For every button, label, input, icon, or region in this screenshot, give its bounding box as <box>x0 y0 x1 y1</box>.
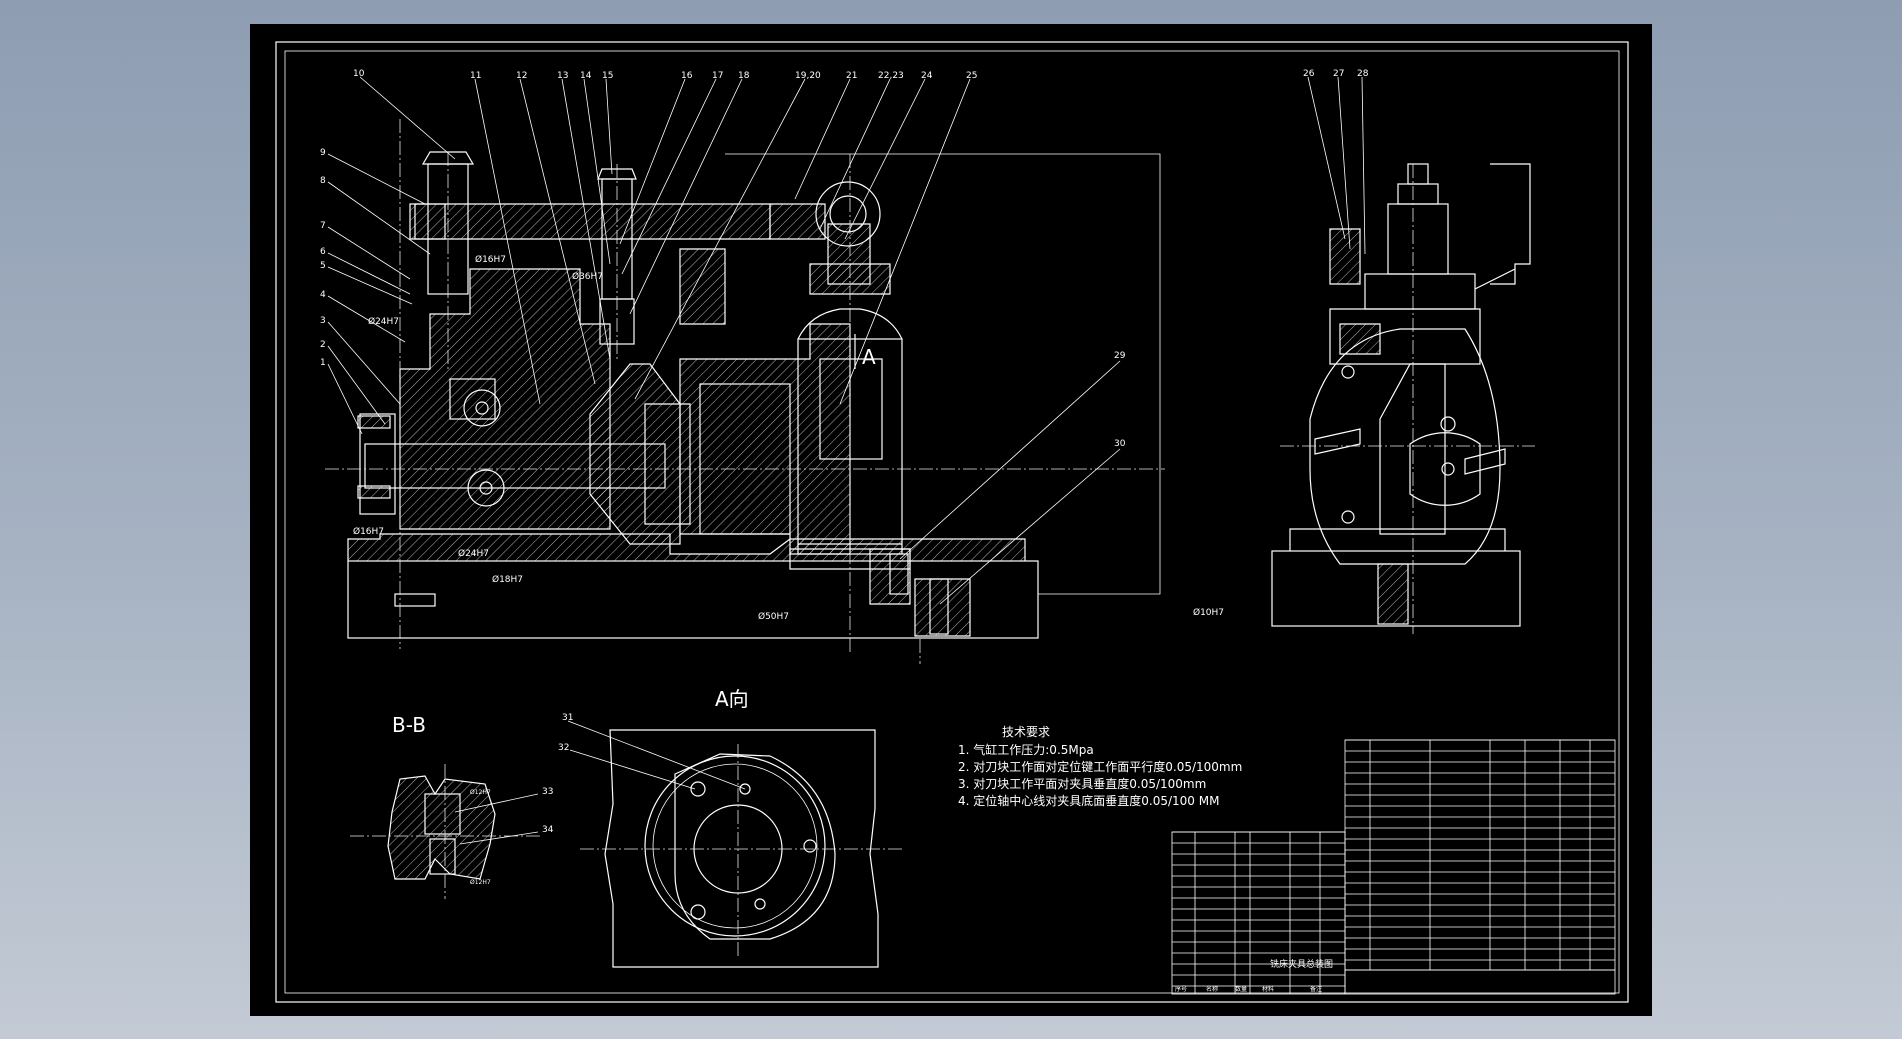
svg-text:12: 12 <box>516 71 527 81</box>
svg-text:18: 18 <box>738 71 750 81</box>
drawing-sheet: A Ø16H7 Ø36H7 Ø24H7 Ø16H7 Ø24H7 Ø18H7 Ø5… <box>250 24 1652 1016</box>
dim-d24h7: Ø24H7 <box>368 316 399 327</box>
svg-text:备注: 备注 <box>1310 985 1322 993</box>
tech-req-3: 3. 对刀块工作平面对夹具垂直度0.05/100mm <box>958 776 1206 791</box>
svg-text:16: 16 <box>681 71 693 81</box>
tech-requirements: 技术要求 1. 气缸工作压力:0.5Mpa 2. 对刀块工作面对定位键工作面平行… <box>958 725 1242 808</box>
svg-text:数量: 数量 <box>1235 985 1247 993</box>
balloon-28: 28 <box>1357 69 1369 79</box>
dim-d16h7-low: Ø16H7 <box>353 526 384 537</box>
tech-req-2: 2. 对刀块工作面对定位键工作面平行度0.05/100mm <box>958 759 1242 774</box>
dim-d12h7-b: Ø12H7 <box>470 879 491 886</box>
dim-d16h7: Ø16H7 <box>475 254 506 265</box>
inner-border <box>284 50 1620 994</box>
side-clamp-block <box>1329 228 1361 285</box>
pressing-lever <box>409 203 771 240</box>
svg-text:2: 2 <box>320 340 326 350</box>
svg-text:19,20: 19,20 <box>795 71 821 81</box>
parts-list <box>1171 739 1616 995</box>
svg-text:14: 14 <box>580 71 592 81</box>
side-cylinder <box>1387 203 1449 275</box>
svg-text:9: 9 <box>320 148 326 158</box>
balloon-26: 26 <box>1303 69 1315 79</box>
dim-d24h7-low: Ø24H7 <box>458 548 489 559</box>
bb-section-title: B-B <box>392 713 426 737</box>
svg-text:11: 11 <box>470 71 481 81</box>
side-view: 26 27 28 <box>1271 69 1535 634</box>
svg-text:1: 1 <box>320 358 326 368</box>
outer-border <box>275 41 1629 1003</box>
cad-drawing: A Ø16H7 Ø36H7 Ø24H7 Ø16H7 Ø24H7 Ø18H7 Ø5… <box>275 41 1629 1003</box>
balloon-30: 30 <box>1114 439 1126 449</box>
title-block-drawing-title: 铣床夹具总装图 <box>1270 958 1333 970</box>
main-section-view: A <box>325 119 1165 664</box>
tech-req-title: 技术要求 <box>1002 725 1050 739</box>
a-view-plate <box>674 753 836 940</box>
left-bore <box>449 378 496 420</box>
svg-text:名称: 名称 <box>1206 985 1218 993</box>
svg-text:10: 10 <box>353 69 365 79</box>
svg-text:7: 7 <box>320 221 326 231</box>
support-cavity <box>699 383 791 535</box>
balloon-27: 27 <box>1333 69 1344 79</box>
bolt-29 <box>889 553 909 595</box>
dim-d12h7: Ø12H7 <box>470 789 491 796</box>
dim-d36h7: Ø36H7 <box>572 271 603 282</box>
left-housing <box>399 268 611 530</box>
leader-lines-left <box>327 153 431 435</box>
base-slot <box>394 593 436 607</box>
svg-text:17: 17 <box>712 71 723 81</box>
bracket-post <box>679 248 726 325</box>
svg-text:5: 5 <box>320 261 326 271</box>
a-view: 31 32 <box>558 713 905 968</box>
svg-text:22,23: 22,23 <box>878 71 904 81</box>
a-view-title: A向 <box>715 687 749 711</box>
tech-req-4: 4. 定位轴中心线对夹具底面垂直度0.05/100 MM <box>958 793 1219 808</box>
title-block-row-labels: 序号 名称 数量 材料 备注 <box>1175 985 1322 993</box>
a-view-arrow-label: A <box>862 345 876 369</box>
dim-d50h7: Ø50H7 <box>758 611 789 622</box>
svg-text:4: 4 <box>320 290 326 300</box>
tech-req-1: 1. 气缸工作压力:0.5Mpa <box>958 742 1094 757</box>
balloon-29: 29 <box>1114 351 1126 361</box>
dim-d18h7: Ø18H7 <box>492 574 523 585</box>
svg-text:6: 6 <box>320 247 326 257</box>
leader-lines-top <box>359 76 971 405</box>
svg-text:3: 3 <box>320 316 326 326</box>
upper-bushing <box>463 389 501 427</box>
balloon-31: 31 <box>562 713 573 723</box>
svg-text:24: 24 <box>921 71 933 81</box>
side-base <box>1271 550 1521 627</box>
bb-section: 33 34 Ø12H7 Ø12H7 <box>350 764 554 899</box>
balloon-32: 32 <box>558 743 569 753</box>
svg-text:13: 13 <box>557 71 568 81</box>
cylinder-outline <box>725 153 1161 595</box>
svg-text:25: 25 <box>966 71 977 81</box>
balloon-numbers-top: 10 11 12 13 14 15 16 17 18 19,20 21 22,2… <box>353 69 977 81</box>
dim-d10h7: Ø10H7 <box>1193 607 1224 618</box>
svg-text:8: 8 <box>320 176 326 186</box>
balloon-34: 34 <box>542 825 554 835</box>
balloon-numbers-left: 9 8 7 6 5 4 3 2 1 <box>320 148 326 368</box>
balloon-33: 33 <box>542 787 553 797</box>
hex-head-10 <box>421 151 475 165</box>
svg-text:序号: 序号 <box>1175 985 1187 993</box>
svg-text:材料: 材料 <box>1262 985 1274 993</box>
svg-text:21: 21 <box>846 71 857 81</box>
svg-text:15: 15 <box>602 71 613 81</box>
